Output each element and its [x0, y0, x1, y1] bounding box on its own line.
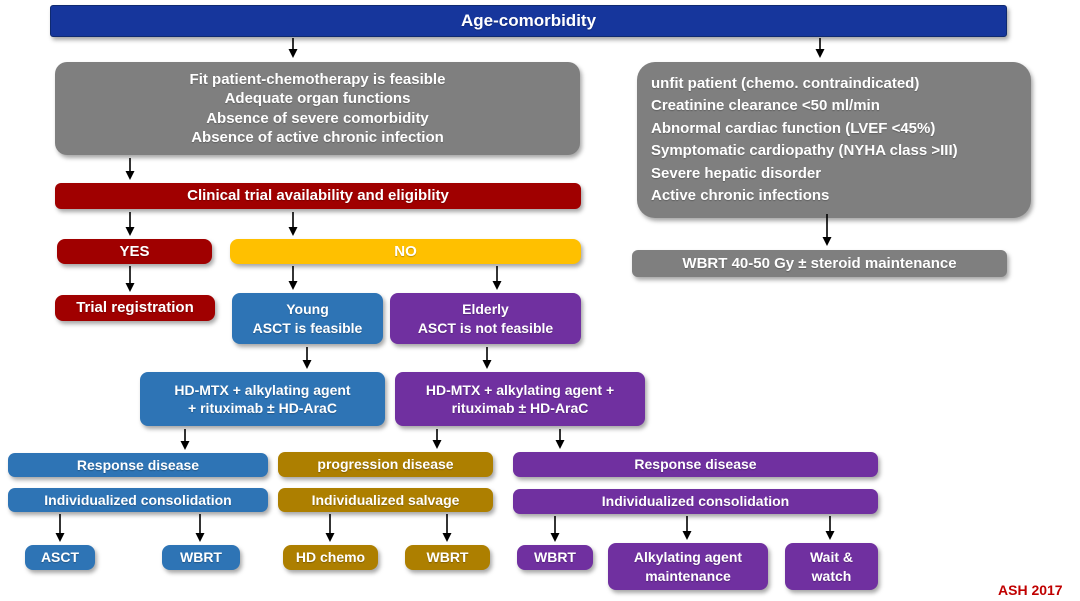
clinical-trial-label: Clinical trial availability and eligibli…	[187, 187, 449, 205]
wbrt-salvage-box: WBRT	[405, 545, 490, 570]
progression-disease-label: progression disease	[317, 456, 454, 473]
elderly-asct-box: Elderly ASCT is not feasible	[390, 293, 581, 344]
fit-criteria-line: Fit patient-chemotherapy is feasible	[189, 70, 446, 88]
credit-ash-2017: ASH 2017	[998, 582, 1063, 598]
asct-label: ASCT	[40, 549, 80, 566]
alkylating-line: Alkylating agent	[633, 549, 743, 566]
individualized-consolidation-elderly-bar: Individualized consolidation	[513, 489, 878, 514]
wbrt-maintenance-bar: WBRT 40-50 Gy ± steroid maintenance	[632, 250, 1007, 277]
hdmtx-elderly-line: HD-MTX + alkylating agent +	[425, 381, 615, 398]
hd-chemo-label: HD chemo	[295, 549, 366, 566]
trial-registration-box: Trial registration	[55, 295, 215, 321]
unfit-criteria-line: Abnormal cardiac function (LVEF <45%)	[651, 119, 936, 137]
fit-criteria-line: Adequate organ functions	[224, 90, 411, 107]
fit-criteria-line: Absence of active chronic infection	[191, 129, 444, 146]
wbrt-salvage-label: WBRT	[426, 549, 469, 566]
clinical-trial-bar: Clinical trial availability and eligibli…	[55, 183, 581, 209]
unfit-criteria-line: Creatinine clearance <50 ml/min	[651, 97, 880, 114]
fit-patient-box: Fit patient-chemotherapy is feasible Ade…	[55, 62, 580, 155]
individualized-consolidation-young-label: Individualized consolidation	[44, 491, 232, 508]
yes-box: YES	[57, 239, 212, 264]
wait-watch-line: Wait &	[809, 549, 854, 566]
elderly-line: Elderly	[462, 301, 509, 318]
hdmtx-young-line: + rituximab ± HD-AraC	[188, 400, 337, 416]
header-title: Age-comorbidity	[460, 10, 597, 30]
wait-and-watch-box: Wait & watch	[785, 543, 878, 590]
hdmtx-young-line: HD-MTX + alkylating agent	[174, 381, 351, 398]
young-asct-box: Young ASCT is feasible	[232, 293, 383, 344]
individualized-salvage-label: Individualized salvage	[311, 491, 460, 508]
hdmtx-elderly-line: rituximab ± HD-AraC	[451, 400, 589, 416]
progression-disease-bar: progression disease	[278, 452, 493, 477]
no-label: NO	[394, 242, 417, 260]
individualized-consolidation-elderly-label: Individualized consolidation	[601, 493, 790, 510]
yes-label: YES	[119, 242, 150, 260]
wbrt-young-box: WBRT	[162, 545, 240, 570]
response-disease-young-label: Response disease	[76, 456, 200, 473]
wbrt-maintenance-label: WBRT 40-50 Gy ± steroid maintenance	[682, 254, 957, 272]
wait-watch-line: watch	[811, 567, 852, 584]
wbrt-elderly-label: WBRT	[534, 549, 576, 566]
alkylating-line: maintenance	[645, 567, 731, 584]
elderly-line: ASCT is not feasible	[417, 319, 554, 336]
hdmtx-elderly-box: HD-MTX + alkylating agent + rituximab ± …	[395, 372, 645, 426]
no-box: NO	[230, 239, 581, 264]
hdmtx-young-box: HD-MTX + alkylating agent + rituximab ± …	[140, 372, 385, 426]
wbrt-elderly-box: WBRT	[517, 545, 593, 570]
unfit-criteria-line: Active chronic infections	[651, 187, 830, 204]
response-disease-elderly-bar: Response disease	[513, 452, 878, 477]
young-line: Young	[286, 301, 329, 318]
young-line: ASCT is feasible	[252, 319, 363, 336]
response-disease-young-bar: Response disease	[8, 453, 268, 477]
unfit-criteria-line: Severe hepatic disorder	[651, 164, 822, 182]
header-banner: Age-comorbidity	[50, 5, 1007, 37]
wbrt-young-label: WBRT	[180, 549, 222, 566]
individualized-consolidation-young-bar: Individualized consolidation	[8, 488, 268, 512]
response-disease-elderly-label: Response disease	[634, 456, 757, 473]
alkylating-maintenance-box: Alkylating agent maintenance	[608, 543, 768, 590]
individualized-salvage-bar: Individualized salvage	[278, 488, 493, 512]
trial-registration-label: Trial registration	[76, 299, 194, 317]
unfit-criteria-line: unfit patient (chemo. contraindicated)	[651, 74, 920, 92]
hd-chemo-box: HD chemo	[283, 545, 378, 570]
unfit-criteria-line: Symptomatic cardiopathy (NYHA class >III…	[651, 142, 958, 159]
asct-box: ASCT	[25, 545, 95, 570]
unfit-patient-box: unfit patient (chemo. contraindicated) C…	[637, 62, 1031, 218]
fit-criteria-line: Absence of severe comorbidity	[206, 109, 429, 127]
